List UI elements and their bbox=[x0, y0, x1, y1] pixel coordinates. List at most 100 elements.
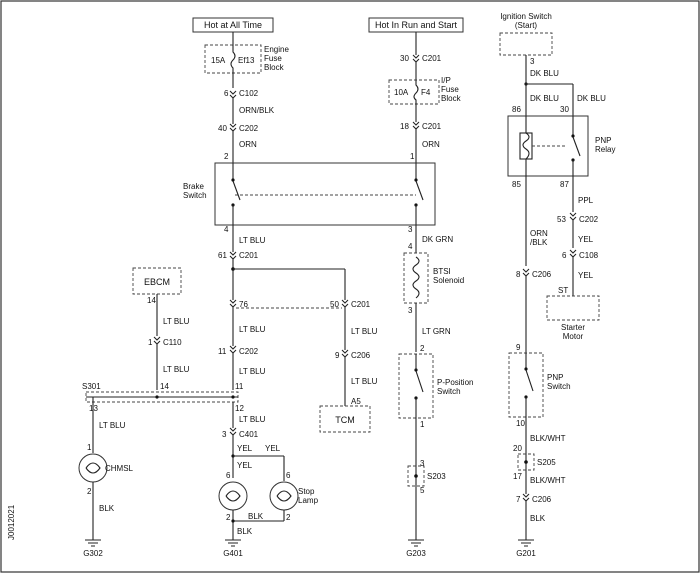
wire-dk-grn: DK GRN bbox=[422, 235, 453, 244]
stop-lamp-left bbox=[218, 481, 248, 511]
stop-lamp-right-pin-2: 2 bbox=[286, 513, 291, 522]
wire-blk-wht-1: BLK/WHT bbox=[530, 434, 566, 443]
pin-40: 40 bbox=[218, 124, 227, 133]
tcm-box bbox=[319, 405, 371, 433]
engine-fuse-block-label-1: Engine bbox=[264, 45, 289, 54]
wire-blk-right: BLK bbox=[530, 514, 546, 523]
stop-lamp-left-pin-6: 6 bbox=[226, 471, 231, 480]
wire-yel-right-1: YEL bbox=[578, 235, 594, 244]
engine-fuse-block-label-2: Fuse bbox=[264, 54, 282, 63]
ground-g302: G302 bbox=[83, 549, 103, 558]
ip-fuse-block-label-3: Block bbox=[441, 94, 462, 103]
side-code: J0012021 bbox=[7, 504, 16, 540]
connector-c206-tcm: C206 bbox=[351, 351, 371, 360]
connector-c201-left: C201 bbox=[239, 251, 259, 260]
wire-yel-right-2: YEL bbox=[578, 271, 594, 280]
wire-dk-blu-2: DK BLU bbox=[530, 94, 559, 103]
pin-18-c201: 18 bbox=[400, 122, 409, 131]
chmsl-label: CHMSL bbox=[105, 464, 134, 473]
brake-pin-2: 2 bbox=[224, 152, 229, 161]
pnp-switch-label-2: Switch bbox=[547, 382, 571, 391]
wire-lt-blu-3: LT BLU bbox=[239, 367, 266, 376]
wire-lt-blu-2: LT BLU bbox=[239, 325, 266, 334]
wire-lt-blu-1: LT BLU bbox=[239, 236, 266, 245]
btsi-solenoid-box bbox=[403, 252, 429, 304]
wire-lt-blu-4: LT BLU bbox=[239, 415, 266, 424]
stop-lamp-left-pin-2: 2 bbox=[226, 513, 231, 522]
connector-c201-mid-top: C201 bbox=[422, 54, 442, 63]
wire-ppl: PPL bbox=[578, 196, 594, 205]
ignition-switch-label-2: (Start) bbox=[515, 21, 538, 30]
pin-53-c202: 53 bbox=[557, 215, 566, 224]
wire-orn-blk: ORN/BLK bbox=[239, 106, 275, 115]
stop-lamp-left-filament bbox=[225, 490, 241, 502]
wire-lt-blu-ebcm: LT BLU bbox=[163, 317, 190, 326]
brake-pin-4: 4 bbox=[224, 225, 229, 234]
ppos-pin-1: 1 bbox=[420, 420, 425, 429]
ground-g302-symbol bbox=[85, 539, 101, 547]
fuse-ef13-name: Ef13 bbox=[238, 56, 255, 65]
wire-orn-left: ORN bbox=[239, 140, 257, 149]
pin-6-c102: 6 bbox=[224, 89, 229, 98]
ground-g201-symbol bbox=[518, 539, 534, 547]
connector-c202-left: C202 bbox=[239, 347, 259, 356]
pin-6-c108: 6 bbox=[562, 251, 567, 260]
connector-c201-mid: C201 bbox=[351, 300, 371, 309]
pin-3-c401: 3 bbox=[222, 430, 227, 439]
ppos-label-1: P-Position bbox=[437, 378, 473, 387]
wire-lt-grn: LT GRN bbox=[422, 327, 451, 336]
fuse-f4-symbol bbox=[413, 80, 419, 104]
fuse-ef13-symbol bbox=[230, 45, 236, 73]
wire-orn-mid: ORN bbox=[422, 140, 440, 149]
brake-switch-label-1: Brake bbox=[183, 182, 204, 191]
ground-g401-symbol bbox=[225, 539, 241, 547]
pin-76: 76 bbox=[239, 300, 248, 309]
s205-box bbox=[517, 453, 535, 471]
s301-pin-11: 11 bbox=[235, 382, 244, 391]
starter-pin-st: ST bbox=[558, 286, 568, 295]
connector-c206-right: C206 bbox=[532, 270, 552, 279]
connector-c110: C110 bbox=[163, 338, 182, 347]
relay-pin-30: 30 bbox=[560, 105, 569, 114]
brake-switch-box bbox=[214, 162, 436, 226]
btsi-pin-3: 3 bbox=[408, 306, 413, 315]
ppos-pin-2: 2 bbox=[420, 344, 425, 353]
stop-lamp-right bbox=[269, 481, 299, 511]
s301-pin-14: 14 bbox=[160, 382, 169, 391]
ignition-switch-label-1: Ignition Switch bbox=[500, 12, 552, 21]
wire-dk-blu-1: DK BLU bbox=[530, 69, 559, 78]
splice-s205: S205 bbox=[537, 458, 556, 467]
stop-lamp-right-filament bbox=[276, 490, 292, 502]
chmsl-pin-1: 1 bbox=[87, 443, 92, 452]
brake-pin-3: 3 bbox=[408, 225, 413, 234]
wire-blk-stop-1: BLK bbox=[248, 512, 264, 521]
ign-pin-3: 3 bbox=[530, 57, 535, 66]
wire-blk-wht-2: BLK/WHT bbox=[530, 476, 566, 485]
starter-label-2: Motor bbox=[563, 332, 584, 341]
wire-yel-2: YEL bbox=[265, 444, 281, 453]
connector-c108: C108 bbox=[579, 251, 599, 260]
ip-fuse-block-label-2: Fuse bbox=[441, 85, 459, 94]
btsi-coil bbox=[412, 256, 420, 299]
s203-box bbox=[407, 465, 425, 487]
wire-blk-stop-2: BLK bbox=[237, 527, 253, 536]
pin-1-c110: 1 bbox=[148, 338, 153, 347]
stop-lamp-label-2: Lamp bbox=[298, 496, 319, 505]
connector-c401: C401 bbox=[239, 430, 259, 439]
brake-pin-1: 1 bbox=[410, 152, 415, 161]
brake-switch-label-2: Switch bbox=[183, 191, 207, 200]
btsi-label-1: BTSI bbox=[433, 267, 451, 276]
engine-fuse-block-label-3: Block bbox=[264, 63, 285, 72]
wire-dk-blu-3: DK BLU bbox=[577, 94, 606, 103]
fuse-f4-name: F4 bbox=[421, 88, 431, 97]
relay-pin-85: 85 bbox=[512, 180, 521, 189]
stop-lamp-label-1: Stop bbox=[298, 487, 315, 496]
wire-yel-1: YEL bbox=[237, 444, 253, 453]
fuse-ef13-amp: 15A bbox=[211, 56, 226, 65]
wire-blk-right: /BLK bbox=[530, 238, 548, 247]
fuse-f4-amp: 10A bbox=[394, 88, 409, 97]
pnp-relay-label-2: Relay bbox=[595, 145, 615, 154]
source-hot-in-run-start-label: Hot In Run and Start bbox=[375, 20, 458, 30]
